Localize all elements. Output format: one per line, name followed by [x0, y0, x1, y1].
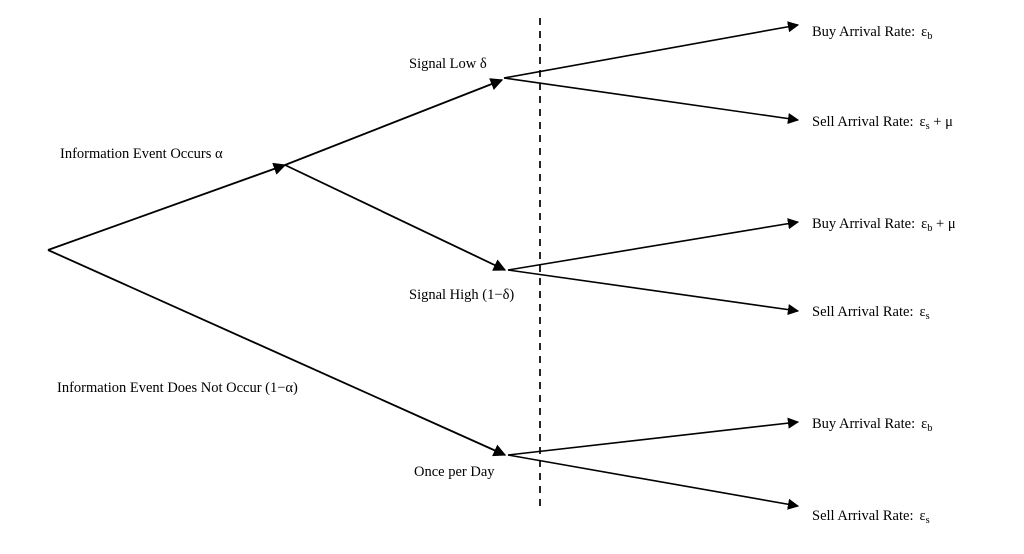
edge-signal-low-to-buy	[503, 21, 800, 79]
edge-fork-to-signal-high	[284, 164, 507, 271]
edge-once-per-day-to-sell	[507, 454, 800, 510]
rate-extra: + μ	[936, 216, 956, 232]
outcome-prefix: Buy Arrival Rate:	[812, 416, 916, 432]
outcome-rate: εs	[919, 304, 930, 322]
outcome-prefix: Sell Arrival Rate:	[812, 304, 914, 320]
outcome-rate: εs	[919, 508, 930, 526]
outcome-no-event-sell: Sell Arrival Rate: εs	[812, 508, 930, 526]
label-information-event-does-not-occur: Information Event Does Not Occur (1−α)	[57, 380, 298, 396]
edge-signal-high-to-buy	[507, 218, 800, 271]
edge-once-per-day-to-buy	[507, 417, 800, 456]
outcome-rate: εs + μ	[919, 114, 953, 132]
rate-subscript: b	[927, 222, 933, 234]
rate-subscript: s	[925, 310, 930, 322]
rate-extra: + μ	[933, 114, 953, 130]
edge-root-to-information-fork	[47, 162, 287, 251]
outcome-signal-high-sell: Sell Arrival Rate: εs	[812, 304, 930, 322]
label-once-per-day: Once per Day	[414, 464, 495, 480]
label-signal-low: Signal Low δ	[409, 56, 487, 72]
rate-subscript: b	[927, 422, 933, 434]
outcome-signal-high-buy: Buy Arrival Rate: εb + μ	[812, 216, 956, 234]
outcome-prefix: Buy Arrival Rate:	[812, 24, 916, 40]
outcome-signal-low-sell: Sell Arrival Rate: εs + μ	[812, 114, 953, 132]
outcome-rate: εb	[921, 24, 933, 42]
outcome-no-event-buy: Buy Arrival Rate: εb	[812, 416, 933, 434]
rate-subscript: s	[925, 120, 930, 132]
edge-fork-to-signal-low	[284, 78, 504, 166]
label-information-event-occurs: Information Event Occurs α	[60, 146, 223, 162]
outcome-rate: εb	[921, 416, 933, 434]
outcome-prefix: Sell Arrival Rate:	[812, 114, 914, 130]
rate-subscript: s	[925, 514, 930, 526]
outcome-signal-low-buy: Buy Arrival Rate: εb	[812, 24, 933, 42]
edge-signal-low-to-sell	[503, 77, 800, 125]
outcome-rate: εb + μ	[921, 216, 956, 234]
edge-root-to-once-per-day	[47, 249, 507, 457]
rate-subscript: b	[927, 30, 933, 42]
label-signal-high: Signal High (1−δ)	[409, 287, 515, 303]
outcome-prefix: Buy Arrival Rate:	[812, 216, 916, 232]
edge-signal-high-to-sell	[507, 269, 800, 316]
outcome-prefix: Sell Arrival Rate:	[812, 508, 914, 524]
